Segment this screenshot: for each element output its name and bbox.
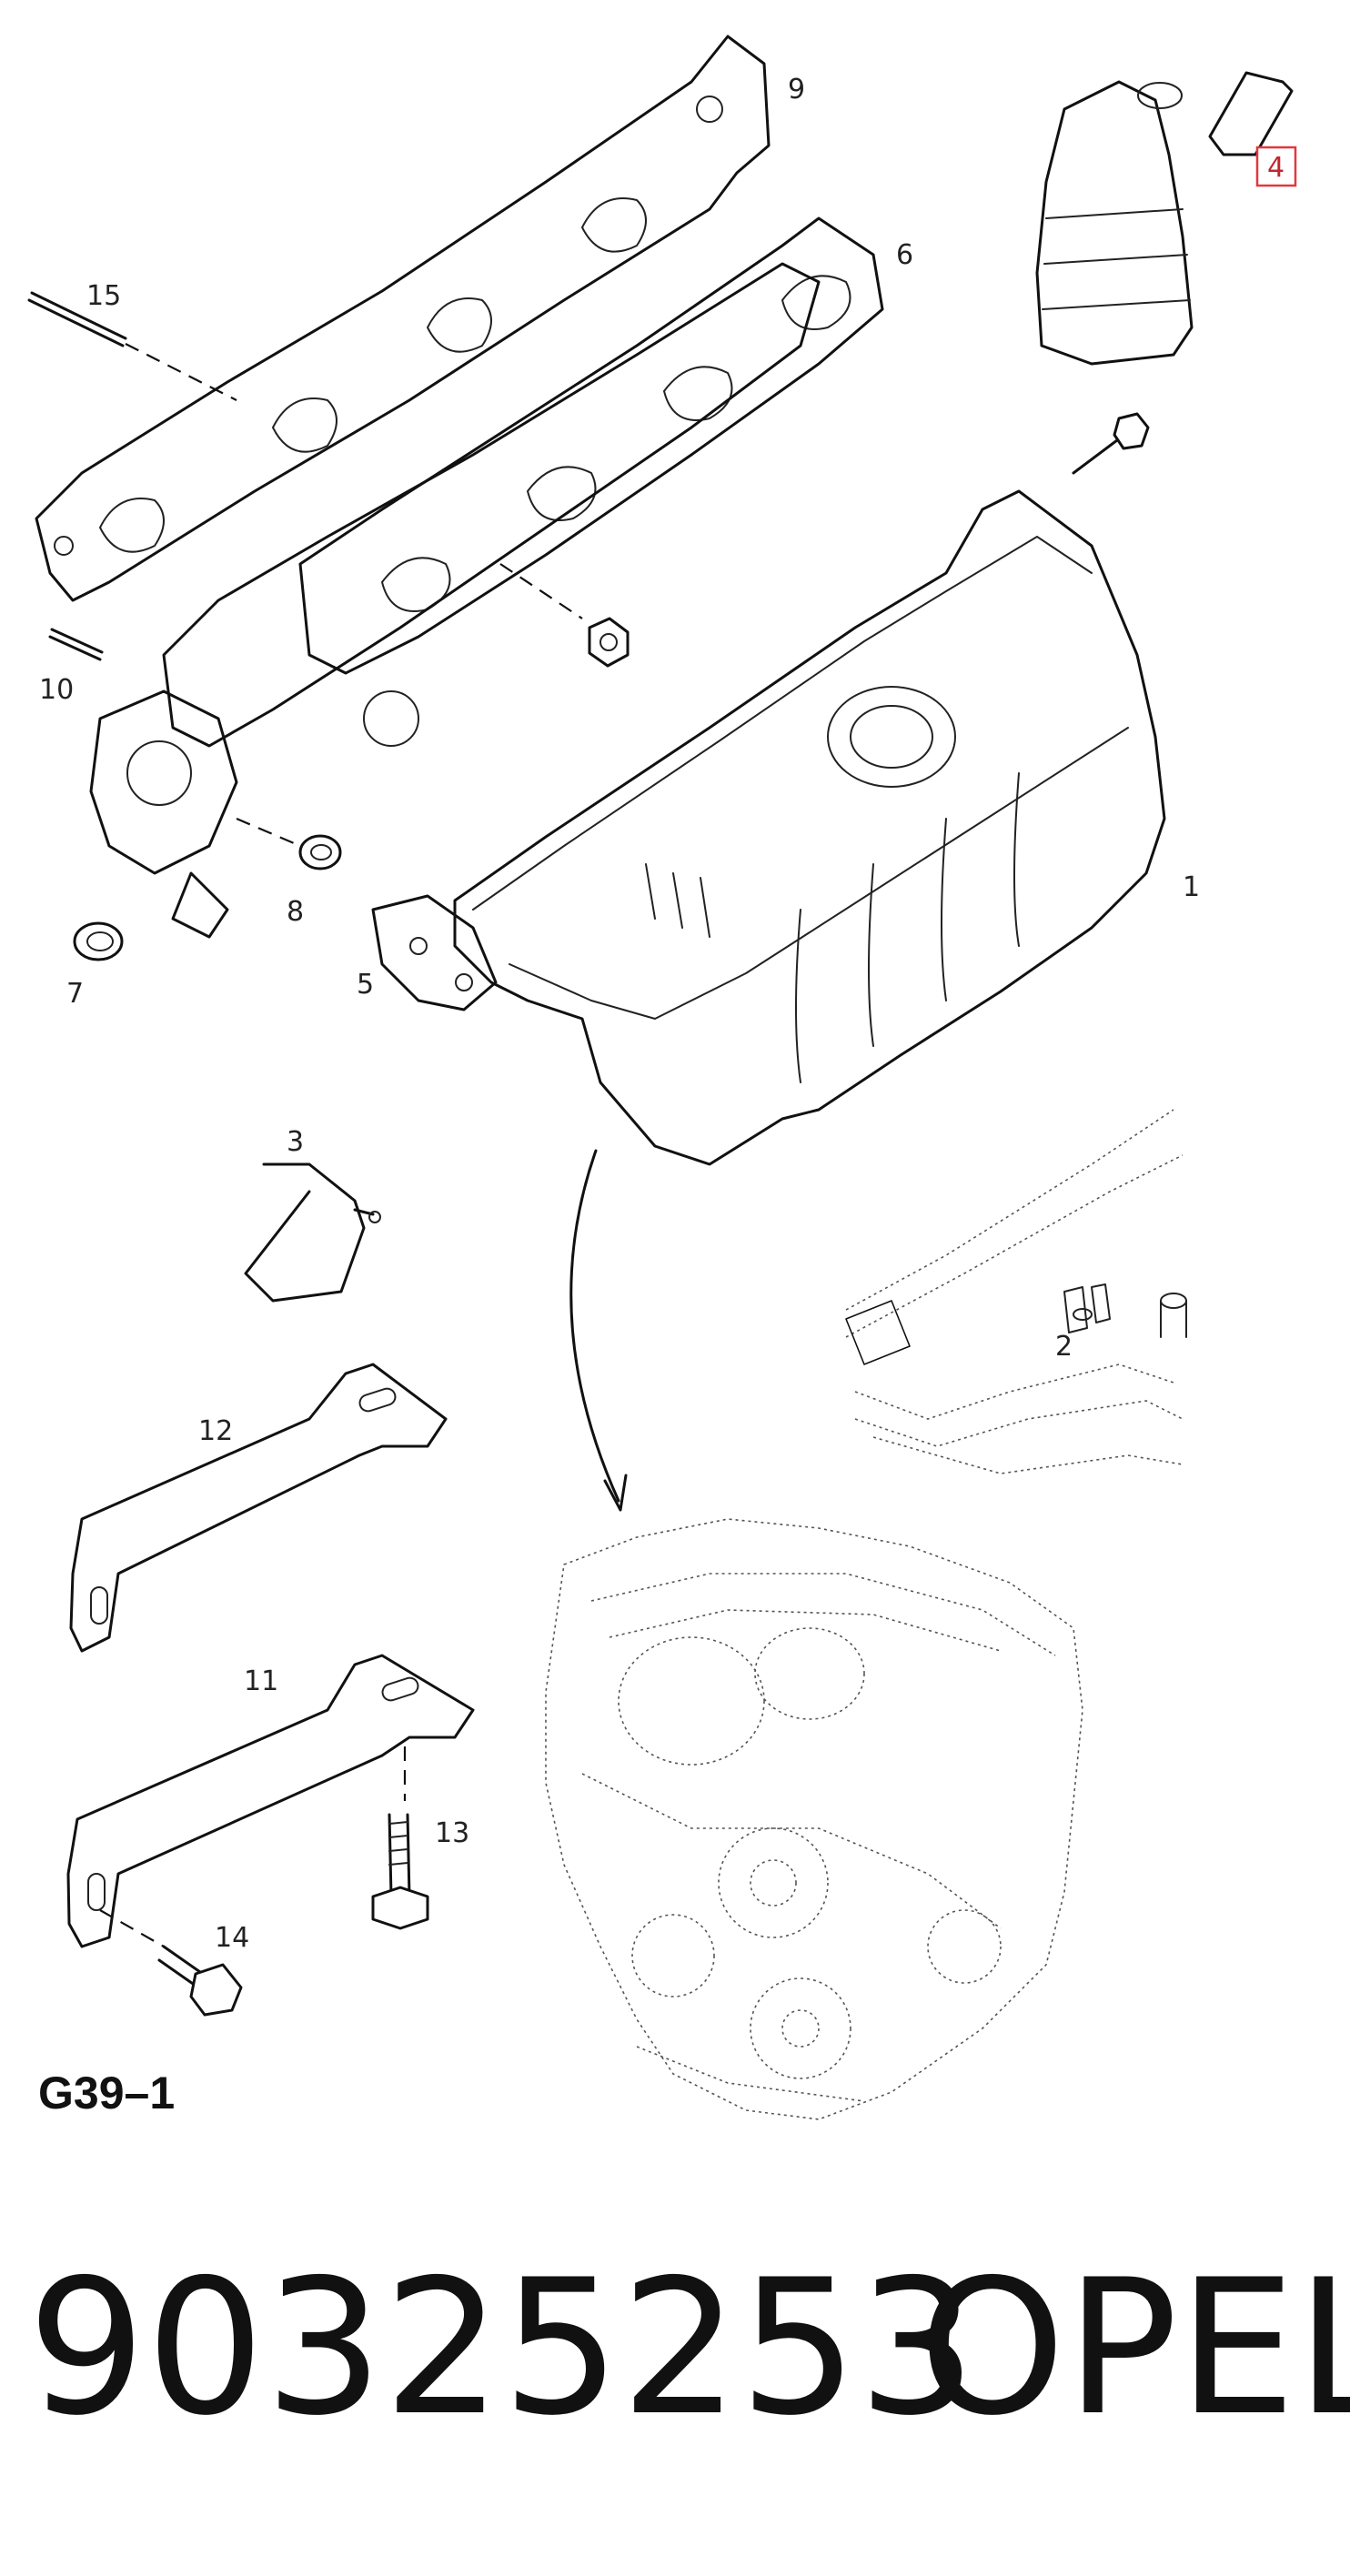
- manifold-bolt: [1072, 412, 1150, 475]
- assembly-arrow: [569, 1149, 628, 1512]
- callout-13: 13: [435, 1817, 469, 1849]
- part-3-clip: [244, 1162, 381, 1303]
- callout-1: 1: [1183, 871, 1200, 903]
- part-13-bolt: [371, 1746, 429, 1930]
- callout-6: 6: [896, 239, 913, 271]
- nut: [499, 563, 630, 668]
- part-9-gasket: [35, 35, 771, 602]
- callout-labels: 1 2 3 4 5 6 7 8 9 10 11 12 13 14 15: [39, 74, 1297, 1954]
- part-14-bolt: [99, 1909, 243, 2017]
- callout-11: 11: [244, 1665, 278, 1697]
- part-15-stud: [27, 291, 237, 401]
- callout-4-highlight-box: [1255, 146, 1297, 187]
- part-7-ring: [73, 921, 124, 961]
- part-number: 90325253: [27, 2240, 977, 2457]
- callout-8: 8: [287, 896, 304, 928]
- engine-assembly: [545, 1518, 1083, 2120]
- part-1-intake-manifold: [453, 489, 1166, 1166]
- callout-2: 2: [1055, 1331, 1073, 1363]
- part-12-bracket: [69, 1363, 448, 1653]
- callout-9: 9: [788, 74, 805, 106]
- part-2-detail-inset: [845, 1109, 1187, 1474]
- callout-15: 15: [86, 280, 121, 312]
- part-4-component: [1035, 71, 1294, 366]
- brand-name: OPEL: [919, 2240, 1350, 2457]
- lower-manifold-casting: [89, 262, 821, 939]
- callout-10: 10: [39, 674, 74, 706]
- part-5-gasket: [371, 894, 498, 1011]
- exploded-parts-diagram: 1 2 3 4 5 6 7 8 9 10 11 12 13 14 15: [27, 35, 1297, 2120]
- callout-4: 4: [1267, 152, 1285, 184]
- part-8-ring: [236, 817, 342, 870]
- callout-3: 3: [287, 1126, 304, 1158]
- part-11-bracket: [66, 1654, 475, 1948]
- callout-12: 12: [198, 1415, 233, 1447]
- callout-14: 14: [215, 1922, 249, 1954]
- callout-5: 5: [357, 969, 374, 1001]
- callout-7: 7: [66, 978, 84, 1010]
- figure-code: G39–1: [38, 2068, 176, 2118]
- part-10-pin: [48, 628, 104, 661]
